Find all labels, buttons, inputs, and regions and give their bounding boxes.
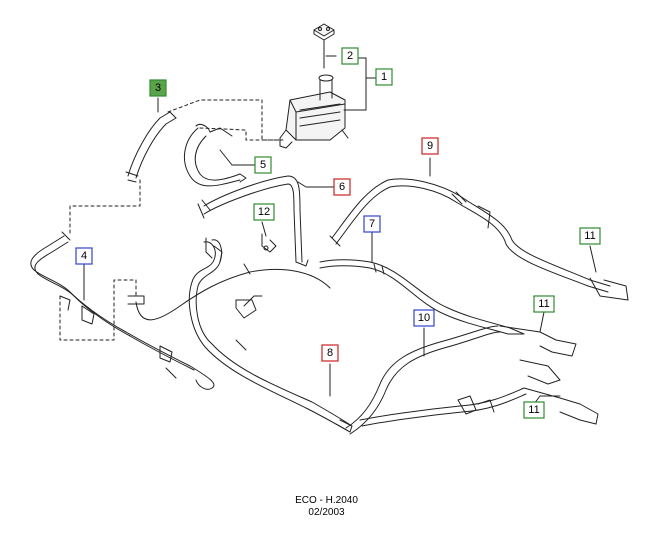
callout-11-bottom: 11 <box>523 401 545 419</box>
bracket-12-drawing <box>261 233 277 253</box>
cap-dipstick-drawing <box>313 23 335 69</box>
callout-12-label: 12 <box>258 206 270 218</box>
pipe-4-drawing <box>30 231 215 390</box>
callout-3-label: 3 <box>155 82 161 94</box>
callout-5-label: 5 <box>260 159 266 171</box>
diagram-date: 02/2003 <box>308 507 345 518</box>
callout-2-label: 2 <box>347 50 353 62</box>
callout-3: 3 <box>149 79 167 97</box>
callout-10: 10 <box>413 309 435 327</box>
supply-hose-drawing <box>125 111 177 183</box>
callout-8: 8 <box>321 344 339 362</box>
callout-9: 9 <box>421 137 439 155</box>
reservoir-drawing <box>279 74 349 149</box>
callout-1: 1 <box>375 68 393 86</box>
callout-12: 12 <box>253 203 275 221</box>
callout-11-middle: 11 <box>533 295 555 313</box>
callout-7: 7 <box>363 215 381 233</box>
callout-2: 2 <box>341 47 359 65</box>
callout-9-label: 9 <box>427 140 433 152</box>
callout-10-label: 10 <box>418 312 430 324</box>
callout-leaders <box>83 55 597 405</box>
callout-7-label: 7 <box>369 218 375 230</box>
callout-11-top-label: 11 <box>584 230 595 242</box>
pipe-10-drawing <box>345 325 599 435</box>
callout-5: 5 <box>254 156 272 174</box>
callout-6-label: 6 <box>339 181 345 193</box>
return-hose-drawing <box>183 123 247 187</box>
callout-11-bottom-label: 11 <box>528 404 539 416</box>
callout-4: 4 <box>75 247 93 265</box>
callout-11-middle-label: 11 <box>538 298 549 310</box>
pipe-8-drawing <box>135 239 353 433</box>
callout-6: 6 <box>333 178 351 196</box>
pressure-hose-drawing <box>197 175 309 267</box>
diagram-code: ECO - H.2040 <box>295 495 358 506</box>
pipe-7-drawing <box>319 259 525 335</box>
callout-4-label: 4 <box>81 250 87 262</box>
pump-connector-drawing <box>205 237 223 263</box>
cooler-pipe-drawing <box>329 178 629 301</box>
callout-1-label: 1 <box>381 71 387 83</box>
dashed-leaders <box>59 99 285 341</box>
callout-11-top: 11 <box>579 227 601 245</box>
callout-8-label: 8 <box>327 347 333 359</box>
